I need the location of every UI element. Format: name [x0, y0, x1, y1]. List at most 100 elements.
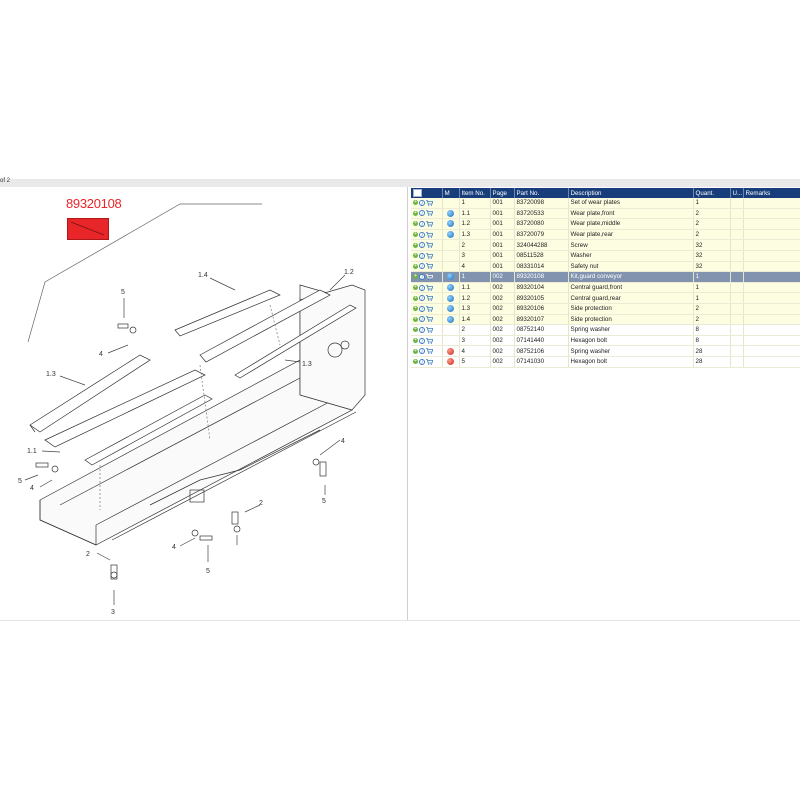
add-icon[interactable]: +: [413, 337, 418, 344]
add-icon[interactable]: +: [413, 252, 418, 259]
cart-icon[interactable]: [426, 252, 433, 259]
quantity: 2: [693, 208, 731, 220]
info-icon[interactable]: i: [419, 326, 425, 334]
cart-icon[interactable]: [426, 337, 433, 344]
info-icon[interactable]: i: [419, 220, 425, 228]
cart-icon[interactable]: [426, 199, 433, 206]
item-no: 2: [459, 324, 491, 336]
add-icon[interactable]: +: [413, 231, 418, 238]
cart-icon[interactable]: [426, 358, 433, 365]
info-icon[interactable]: i: [419, 210, 425, 217]
remarks: [743, 345, 800, 357]
add-icon[interactable]: +: [413, 220, 418, 227]
add-icon[interactable]: +: [413, 294, 418, 301]
cart-icon[interactable]: [426, 316, 433, 323]
grid-toggle-icon[interactable]: [413, 189, 422, 197]
cart-icon[interactable]: [426, 263, 433, 270]
col-quantity-header[interactable]: Quant.: [693, 188, 731, 198]
cart-icon[interactable]: [426, 274, 433, 280]
add-icon[interactable]: +: [413, 358, 418, 365]
unit: [730, 229, 744, 241]
description: Central guard,rear: [568, 292, 694, 304]
row-actions: + i: [411, 261, 443, 273]
callout-label: 1.4: [198, 272, 208, 279]
info-icon[interactable]: i: [419, 199, 425, 207]
add-icon[interactable]: +: [413, 315, 418, 322]
cart-icon[interactable]: [426, 284, 433, 291]
info-icon[interactable]: i: [419, 263, 425, 270]
col-unit-header[interactable]: U...: [730, 188, 744, 198]
info-icon[interactable]: i: [419, 284, 425, 292]
add-icon[interactable]: +: [413, 209, 418, 216]
cart-icon[interactable]: [426, 327, 433, 333]
col-icons-header[interactable]: [411, 188, 443, 198]
cart-icon[interactable]: [426, 210, 433, 217]
cart-icon[interactable]: [426, 295, 433, 301]
info-icon[interactable]: i: [419, 273, 425, 281]
add-icon[interactable]: +: [413, 347, 418, 354]
callout-label: 5: [206, 568, 210, 575]
info-icon[interactable]: i: [419, 295, 425, 302]
col-remarks-header[interactable]: Remarks: [743, 188, 800, 198]
quantity: 28: [693, 345, 731, 357]
add-icon[interactable]: +: [413, 326, 418, 333]
col-page-header[interactable]: Page: [490, 188, 515, 198]
col-part-header[interactable]: Part No.: [514, 188, 569, 198]
remarks: [743, 292, 800, 304]
pane-splitter[interactable]: [407, 187, 408, 620]
part-highlight-marker[interactable]: [67, 218, 109, 240]
row-actions: + i: [411, 314, 443, 326]
blue-status-icon: [447, 315, 454, 323]
part-no: 89320105: [514, 292, 569, 304]
blue-status-icon: [447, 273, 454, 281]
info-icon[interactable]: i: [419, 252, 425, 260]
cart-icon[interactable]: [426, 242, 433, 248]
page-no: 001: [490, 261, 515, 273]
info-icon[interactable]: i: [419, 348, 425, 355]
add-icon[interactable]: +: [413, 241, 418, 248]
add-icon[interactable]: +: [413, 199, 418, 206]
cart-icon[interactable]: [426, 221, 433, 227]
cart-icon[interactable]: [426, 305, 433, 312]
add-icon[interactable]: +: [413, 305, 418, 312]
info-icon[interactable]: i: [419, 337, 425, 345]
info-icon[interactable]: i: [419, 316, 425, 323]
page-no: 002: [490, 356, 515, 368]
add-icon[interactable]: +: [413, 262, 418, 269]
remarks: [743, 218, 800, 230]
info-icon[interactable]: i: [419, 242, 425, 249]
part-no: 08511528: [514, 250, 569, 262]
description: Hexagon bolt: [568, 335, 694, 347]
info-icon[interactable]: i: [419, 358, 425, 366]
cart-icon[interactable]: [426, 348, 433, 354]
info-icon[interactable]: i: [419, 231, 425, 239]
info-icon[interactable]: i: [419, 305, 425, 313]
unit: [730, 208, 744, 220]
col-description-header[interactable]: Description: [568, 188, 694, 198]
marker-cell: [442, 271, 460, 283]
marker-cell: [442, 229, 460, 241]
add-icon[interactable]: +: [413, 273, 418, 280]
col-m-header[interactable]: M: [442, 188, 460, 198]
description: Wear plate,front: [568, 208, 694, 220]
col-item-header[interactable]: Item No.: [459, 188, 491, 198]
add-icon[interactable]: +: [413, 284, 418, 291]
remarks: [743, 198, 800, 209]
cart-icon[interactable]: [426, 231, 433, 238]
